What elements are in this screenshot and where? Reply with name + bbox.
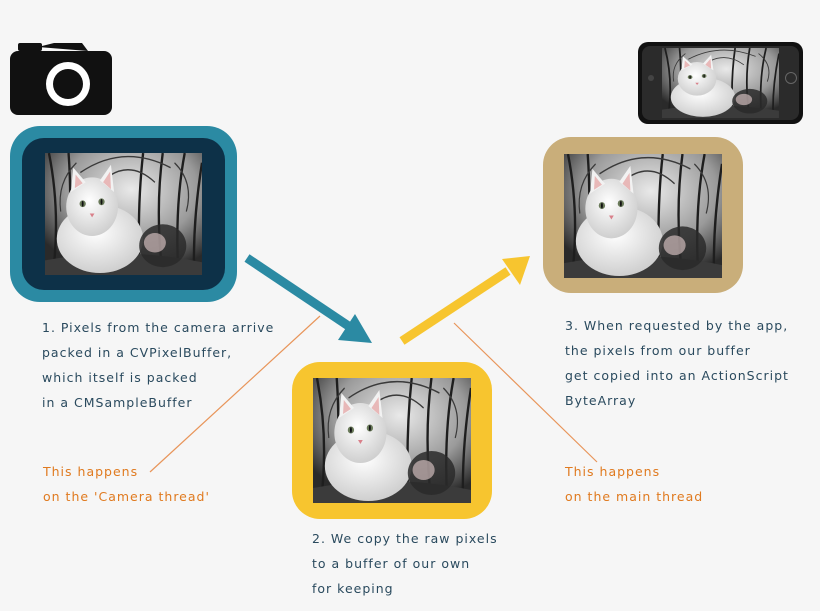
- step1-line: which itself is packed: [42, 370, 198, 385]
- phone-icon: [638, 42, 803, 124]
- step1-line: in a CMSampleBuffer: [42, 395, 193, 410]
- note-line: on the 'Camera thread': [43, 489, 210, 504]
- copy-buffer-frame: [292, 362, 492, 519]
- arrow-buffer-to-app-head: [502, 256, 530, 285]
- note-pointer-camera: [149, 315, 321, 473]
- step2-line: to a buffer of our own: [312, 556, 471, 571]
- step1-line: packed in a CVPixelBuffer,: [42, 345, 233, 360]
- camera-buffer-frame: [10, 126, 237, 302]
- step1-caption: 1. Pixels from the camera arrive packed …: [42, 315, 274, 415]
- note-line: This happens: [43, 464, 139, 479]
- bytearray-frame: [543, 137, 743, 293]
- camera-icon: [10, 43, 112, 115]
- step1-line: 1. Pixels from the camera arrive: [42, 320, 275, 335]
- step2-line: for keeping: [312, 581, 394, 596]
- step3-caption: 3. When requested by the app, the pixels…: [565, 313, 789, 413]
- note-line: on the main thread: [565, 489, 704, 504]
- arrow-camera-to-buffer: [244, 254, 353, 331]
- step3-line: ByteArray: [565, 393, 637, 408]
- arrow-buffer-to-app: [399, 267, 511, 345]
- step2-caption: 2. We copy the raw pixels to a buffer of…: [312, 526, 498, 601]
- step3-line: 3. When requested by the app,: [565, 318, 789, 333]
- arrow-camera-to-buffer-head: [338, 314, 372, 343]
- camera-thread-note: This happens on the 'Camera thread': [43, 459, 210, 509]
- note-line: This happens: [565, 464, 661, 479]
- step3-line: get copied into an ActionScript: [565, 368, 789, 383]
- note-pointer-main: [453, 322, 598, 463]
- main-thread-note: This happens on the main thread: [565, 459, 703, 509]
- step2-line: 2. We copy the raw pixels: [312, 531, 498, 546]
- step3-line: the pixels from our buffer: [565, 343, 751, 358]
